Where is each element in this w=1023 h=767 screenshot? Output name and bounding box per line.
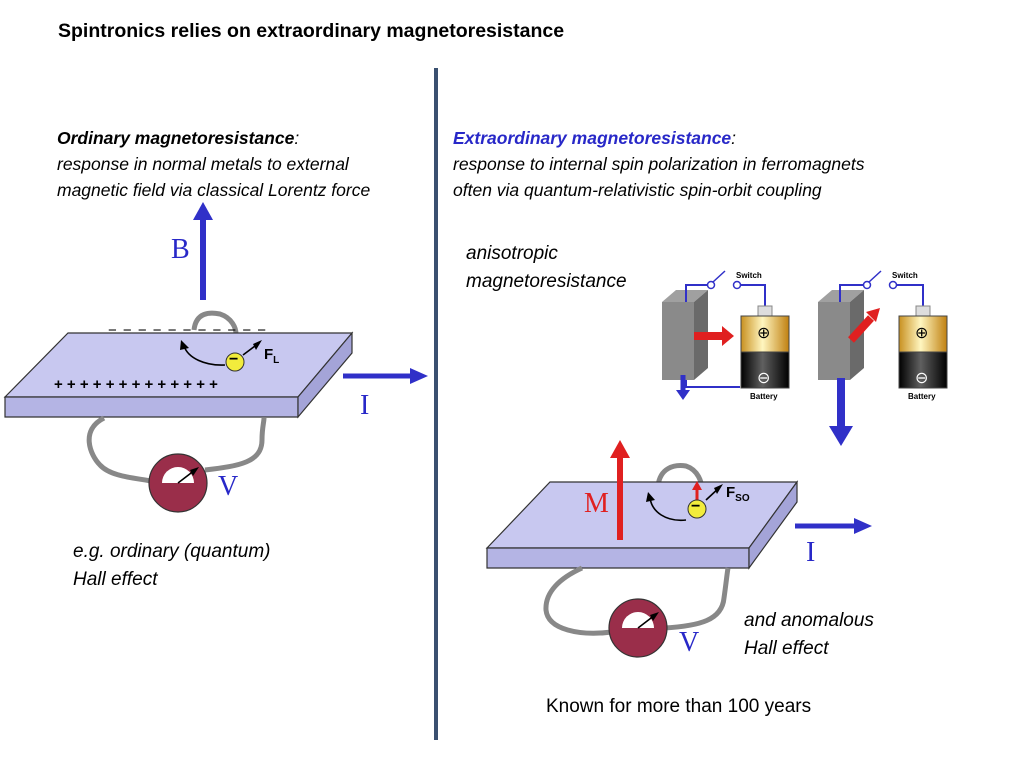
- amr-label-line2: magnetoresistance: [466, 271, 627, 292]
- left-description-line1: response in normal metals to external: [57, 154, 349, 174]
- right-plate: [485, 480, 799, 570]
- switch-label-1: Switch: [736, 271, 762, 280]
- amr-label-line1: anisotropic: [466, 243, 558, 264]
- battery-label-1: Battery: [750, 392, 778, 401]
- amr-circuit-1: [685, 284, 766, 388]
- left-heading-block: Ordinary magnetoresistance: response in …: [57, 125, 370, 203]
- label-f-lorentz-sub: L: [273, 355, 280, 366]
- battery-minus-1: ⊖: [757, 370, 771, 387]
- amr-red-arrow-diagonal: [848, 308, 880, 343]
- right-caption: and anomalous Hall effect: [744, 607, 874, 663]
- label-f-lorentz: FL: [264, 346, 279, 366]
- right-description-line1: response to internal spin polarization i…: [453, 154, 865, 174]
- switch-label-2: Switch: [892, 271, 918, 280]
- battery-plus-2: ⊕: [915, 325, 929, 342]
- right-heading-colon: :: [731, 128, 737, 148]
- left-label-v: V: [218, 471, 239, 502]
- right-caption-line1: and anomalous: [744, 610, 874, 631]
- right-description-line2: often via quantum-relativistic spin-orbi…: [453, 180, 822, 200]
- right-heading-block: Extraordinary magnetoresistance: respons…: [453, 125, 864, 203]
- amr-circuit-2: [839, 284, 924, 310]
- left-heading-colon: :: [294, 128, 300, 148]
- left-electron-sign: −: [229, 351, 239, 368]
- label-f-lorentz-main: F: [264, 346, 274, 363]
- right-voltmeter: [608, 598, 668, 658]
- left-caption-line1: e.g. ordinary (quantum): [73, 541, 271, 562]
- right-electron: [687, 499, 707, 519]
- page-title: Spintronics relies on extraordinary magn…: [58, 20, 565, 42]
- left-top-wire: [191, 310, 239, 335]
- right-caption-line2: Hall effect: [744, 638, 829, 659]
- label-f-so-main: F: [726, 484, 736, 501]
- amr-battery-1: [740, 305, 790, 389]
- left-current-arrow: [343, 368, 428, 384]
- battery-minus-2: ⊖: [915, 370, 929, 387]
- left-charges-positive: + + + + + + + + + + + + +: [54, 376, 218, 393]
- amr-switch-1: [706, 270, 742, 290]
- left-heading: Ordinary magnetoresistance: [57, 128, 295, 148]
- divider: [434, 68, 438, 740]
- right-electron-sign: −: [691, 498, 701, 515]
- left-meter-wires: [86, 415, 267, 485]
- left-caption: e.g. ordinary (quantum) Hall effect: [73, 538, 271, 594]
- right-meter-wires: [543, 565, 731, 636]
- left-label-i: I: [360, 390, 370, 421]
- battery-label-2: Battery: [908, 392, 936, 401]
- label-m: M: [584, 488, 609, 519]
- label-b: B: [171, 234, 190, 265]
- left-voltmeter: [148, 453, 208, 513]
- right-heading: Extraordinary magnetoresistance: [453, 128, 732, 148]
- amr-red-arrow-horizontal: [694, 326, 734, 346]
- label-f-so-sub: SO: [735, 493, 750, 504]
- amr-label: anisotropic magnetoresistance: [466, 240, 627, 296]
- amr-switch-2: [862, 270, 898, 290]
- right-label-i: I: [806, 537, 816, 568]
- amr-battery-2: [898, 305, 948, 389]
- left-plate: [3, 331, 354, 419]
- left-charges-negative: − − − − − − − − − − −: [108, 322, 268, 339]
- left-lorentz-curve: [183, 345, 226, 366]
- left-electron: [225, 352, 245, 372]
- left-description-line2: magnetic field via classical Lorentz for…: [57, 180, 371, 200]
- amr-down-arrow-2: [829, 378, 853, 446]
- footer-note: Known for more than 100 years: [546, 696, 812, 717]
- label-f-so: FSO: [726, 484, 750, 504]
- left-caption-line2: Hall effect: [73, 569, 158, 590]
- battery-plus-1: ⊕: [757, 325, 771, 342]
- right-so-curve: [649, 497, 687, 522]
- b-field-arrow: [193, 202, 213, 300]
- amr-down-arrow-1: [676, 375, 690, 400]
- magnetization-arrow: [610, 440, 630, 540]
- right-label-v: V: [679, 627, 700, 658]
- right-current-arrow: [795, 518, 872, 534]
